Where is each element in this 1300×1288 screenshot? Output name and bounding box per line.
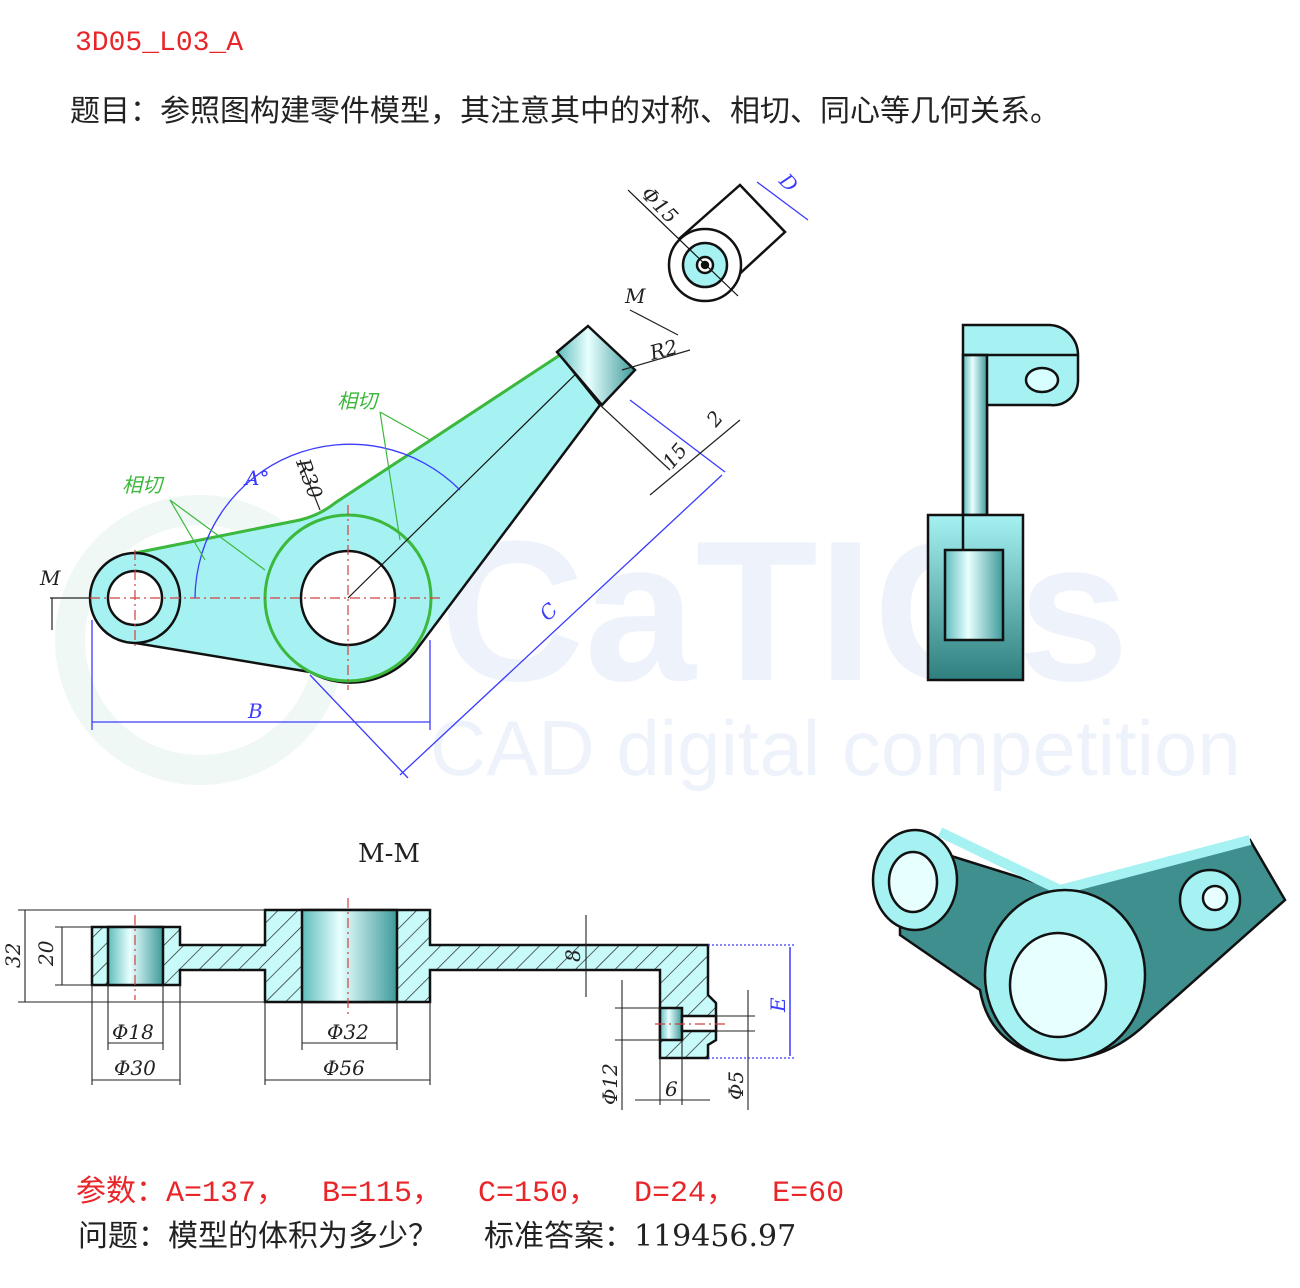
dim-20: 20 bbox=[34, 940, 58, 967]
main-view bbox=[50, 181, 809, 779]
dim-8: 8 bbox=[561, 949, 585, 962]
dim-phi56: Φ56 bbox=[323, 1056, 365, 1080]
dim-32: 32 bbox=[1, 943, 25, 968]
section-mark-right: M bbox=[624, 284, 646, 308]
section-title: M-M bbox=[358, 839, 420, 869]
r2-label: R2 bbox=[646, 334, 680, 365]
answer-value: 119456.97 bbox=[634, 1219, 797, 1254]
param-c: C=150， bbox=[478, 1177, 599, 1211]
isometric-view bbox=[871, 827, 1287, 1062]
dim-phi30: Φ30 bbox=[114, 1056, 156, 1080]
section-mark-left: M bbox=[39, 566, 61, 590]
answer-label: 标准答案： bbox=[484, 1219, 634, 1254]
dim-d: D bbox=[774, 168, 803, 197]
angle-label: A° bbox=[243, 466, 269, 490]
dim-6: 6 bbox=[665, 1077, 678, 1101]
dim-e: E bbox=[766, 997, 790, 1013]
dim-phi18: Φ18 bbox=[112, 1020, 154, 1044]
dim-phi5: Φ5 bbox=[724, 1071, 748, 1100]
section-view bbox=[18, 898, 795, 1110]
param-d: D=24， bbox=[634, 1177, 737, 1211]
param-e: E=60 bbox=[772, 1177, 845, 1211]
problem-statement: 题目：参照图构建零件模型，其注意其中的对称、相切、同心等几何关系。 bbox=[70, 94, 1060, 129]
param-b: B=115， bbox=[322, 1177, 443, 1211]
detail-view: Φ15 D bbox=[627, 168, 803, 303]
dia-15-label: Φ15 bbox=[636, 182, 683, 229]
tangent-label-2: 相切 bbox=[337, 389, 380, 413]
volume-question: 问题：模型的体积为多少？ 标准答案：119456.97 bbox=[78, 1211, 796, 1255]
dim-b: B bbox=[247, 699, 263, 723]
parameters: 参数：A=137， B=115， C=150， D=24， E=60 bbox=[76, 1166, 880, 1211]
dim-phi32: Φ32 bbox=[327, 1020, 369, 1044]
question-text: 问题：模型的体积为多少？ bbox=[78, 1219, 438, 1254]
problem-code: 3D05_L03_A bbox=[75, 28, 244, 59]
tangent-label-1: 相切 bbox=[122, 473, 165, 497]
params-label: 参数： bbox=[76, 1177, 166, 1211]
side-view bbox=[926, 323, 1080, 682]
watermark-subtitle: CAD digital competition bbox=[430, 704, 1241, 792]
section-labels: M-M 32 20 Φ18 Φ30 Φ32 Φ56 8 Φ12 6 Φ5 E bbox=[1, 839, 790, 1105]
dim-2: 2 bbox=[701, 406, 728, 432]
param-a: A=137， bbox=[166, 1177, 287, 1211]
dim-phi12: Φ12 bbox=[598, 1063, 622, 1105]
radius-label: R30 bbox=[291, 455, 328, 502]
